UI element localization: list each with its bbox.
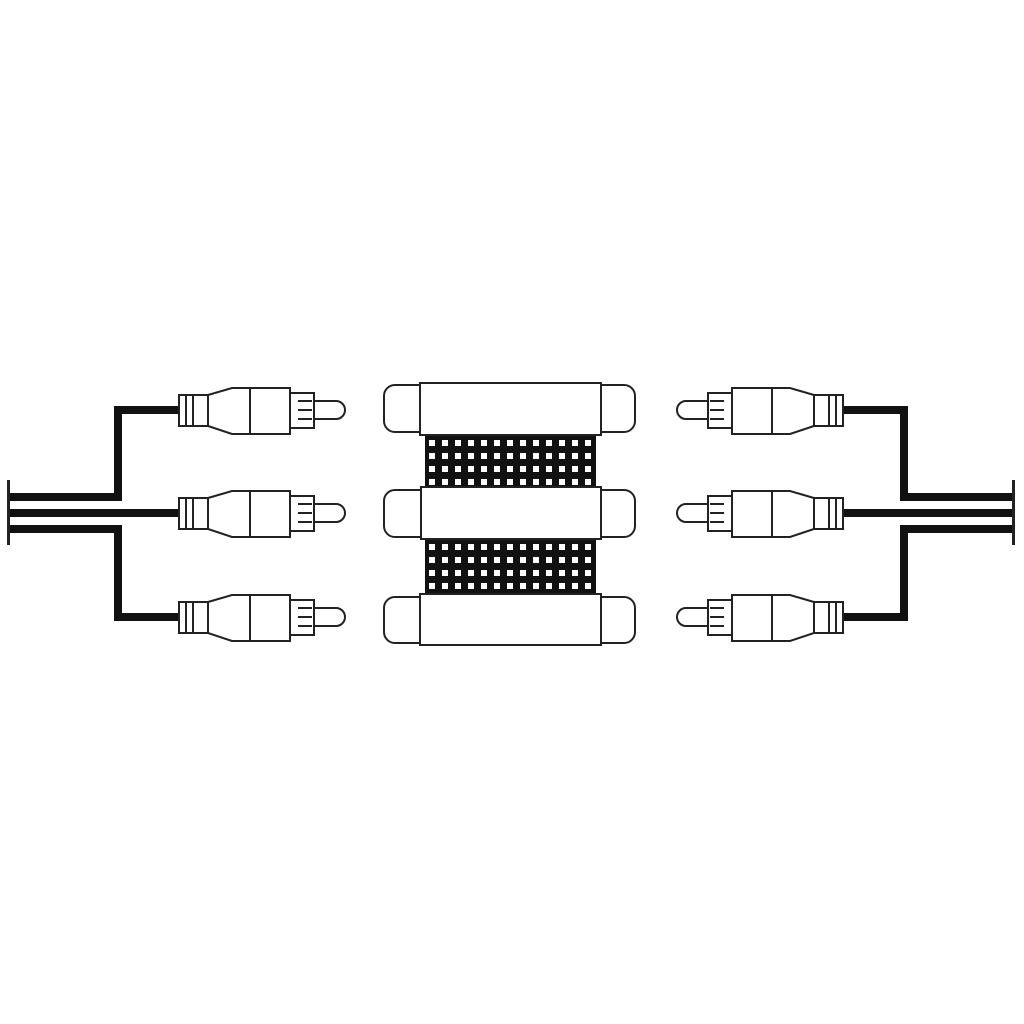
right-cable-end-bar (1012, 480, 1015, 545)
right-cable-wires (842, 406, 1012, 621)
coupler-socket-1 (383, 382, 636, 436)
left-cable-end-bar (7, 480, 10, 545)
coupler-socket-3 (383, 593, 636, 646)
left-rca-plug-1 (178, 387, 346, 435)
left-rca-plug-3 (178, 594, 346, 642)
coupler-mesh-upper (425, 434, 596, 488)
left-rca-plug-2 (178, 490, 346, 538)
rca-coupler (383, 382, 636, 646)
right-rca-plug-2 (676, 490, 844, 538)
left-cable-assembly (7, 387, 346, 642)
coupler-socket-2 (383, 486, 636, 540)
right-rca-plug-1 (676, 387, 844, 435)
coupler-mesh-lower (425, 538, 596, 596)
left-cable-wires (10, 406, 180, 621)
right-rca-plug-3 (676, 594, 844, 642)
right-cable-assembly (676, 387, 1015, 642)
